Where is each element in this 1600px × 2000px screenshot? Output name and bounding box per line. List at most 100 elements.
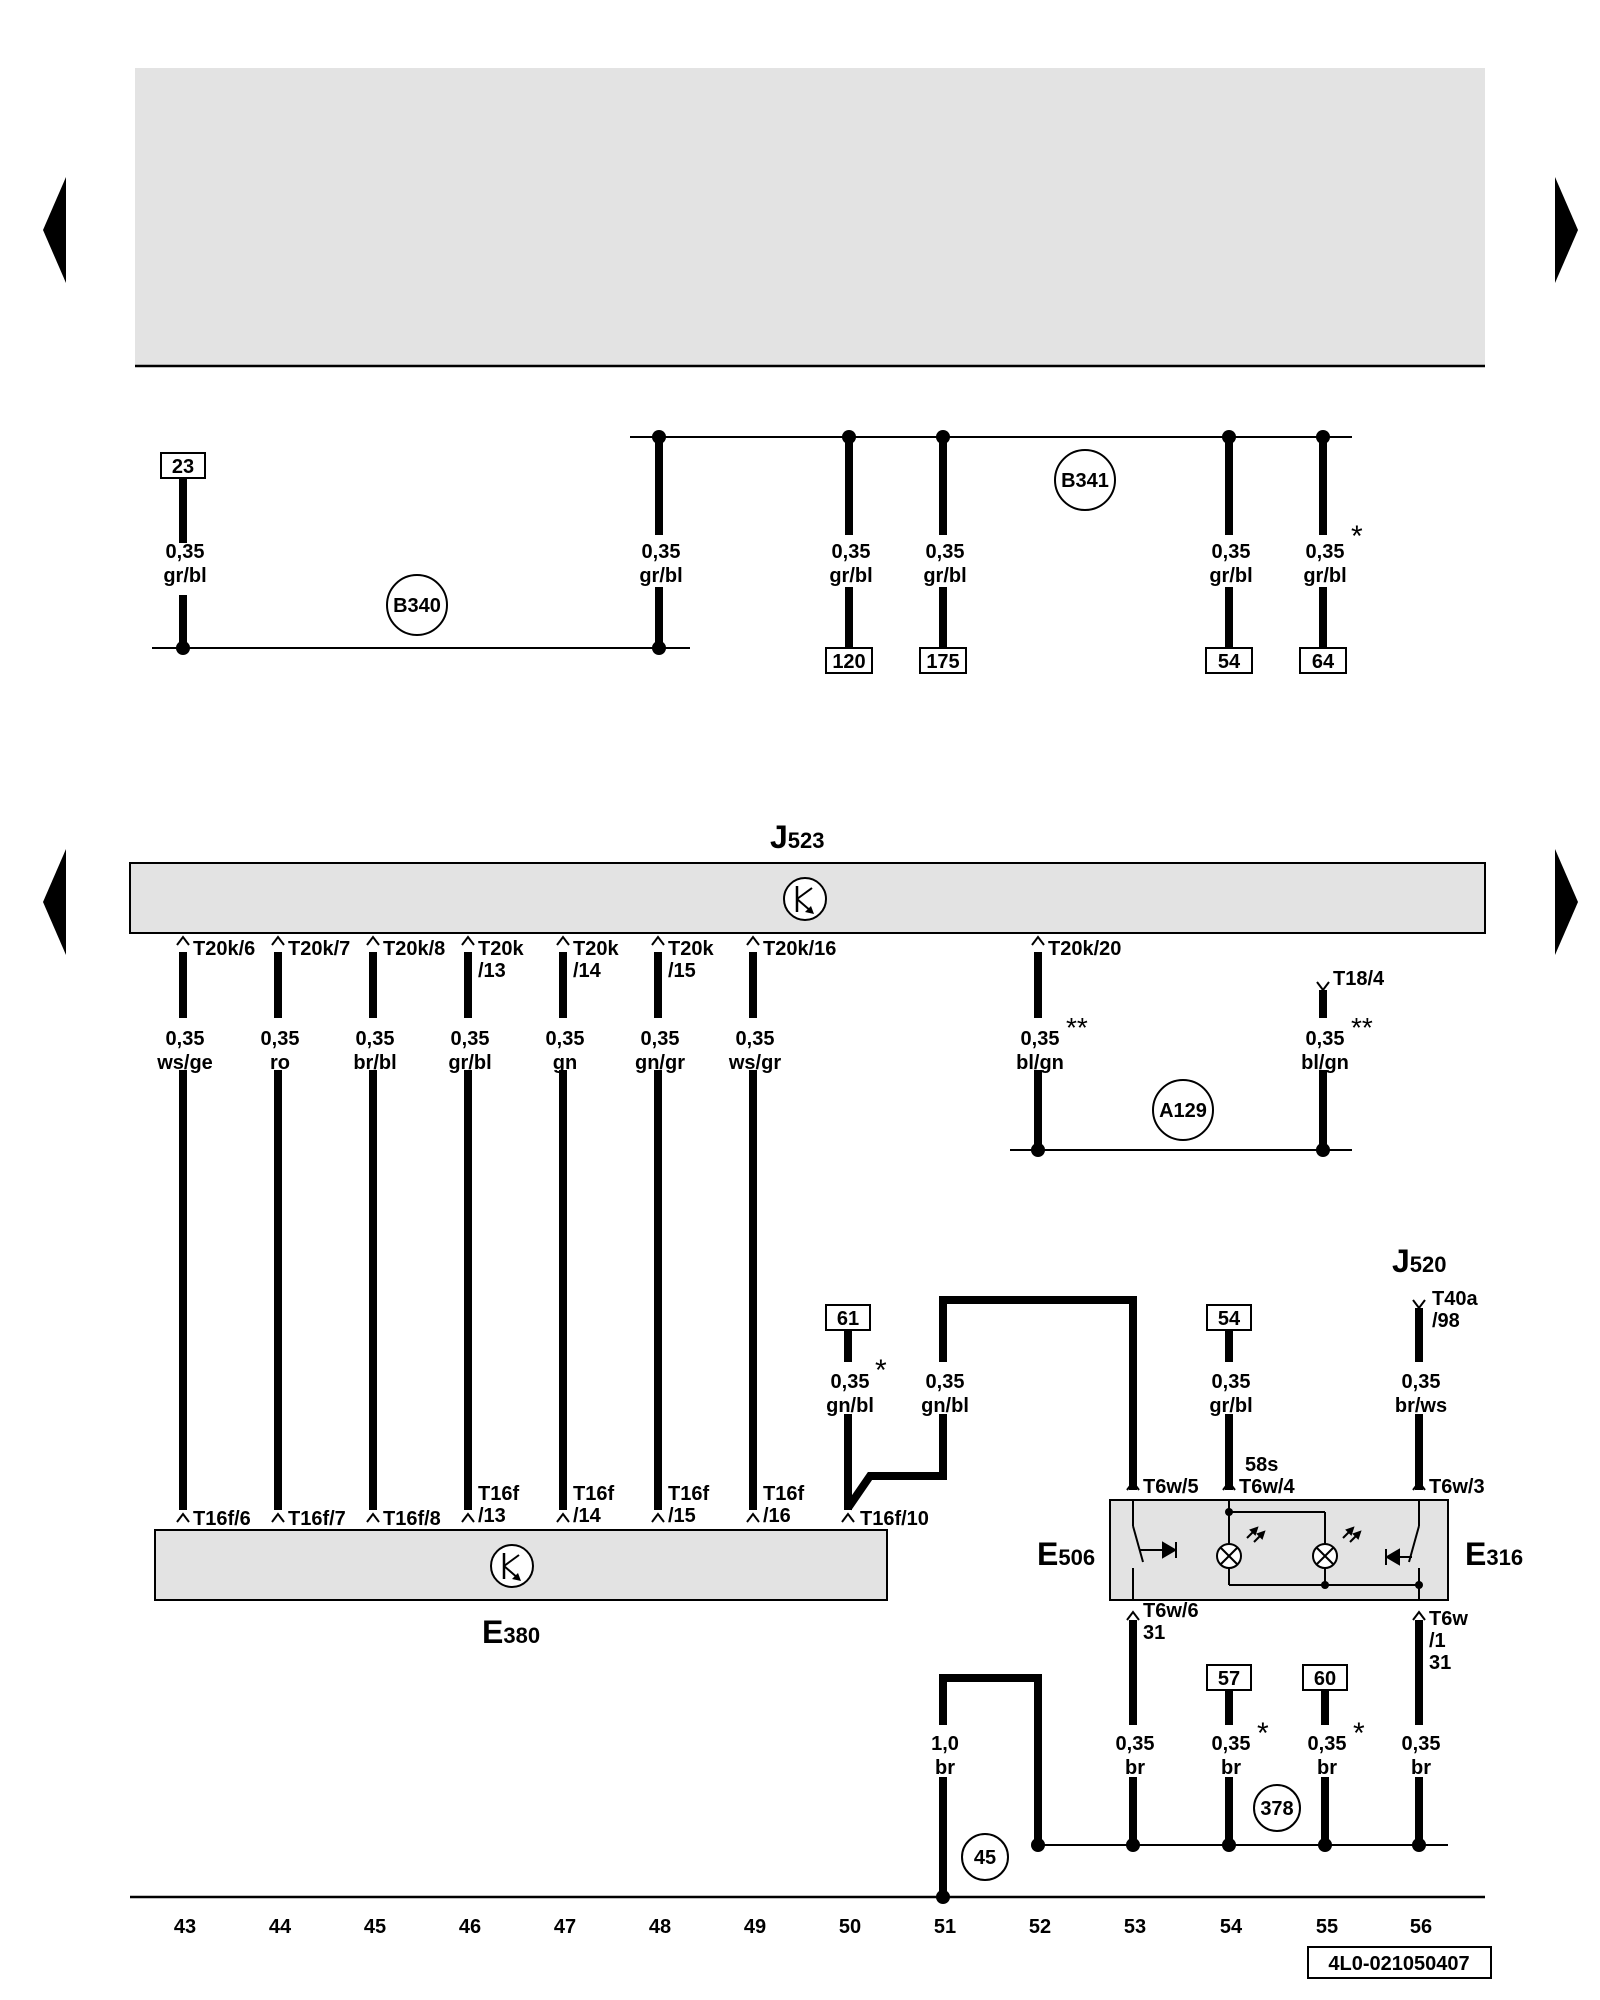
j523-label: J523 (770, 819, 825, 855)
svg-text:0,35: 0,35 (1021, 1028, 1060, 1050)
upper-wire-labels: 0,35 gr/bl 0,35 gr/bl 0,35 gr/bl 0,35 gr… (163, 520, 1363, 587)
prev-page-arrow-top[interactable] (43, 177, 66, 283)
wire-size: 0,35 (642, 541, 681, 563)
e316-label: E316 (1465, 1536, 1523, 1572)
column-number: 50 (839, 1916, 861, 1938)
column-number: 53 (1124, 1916, 1146, 1938)
svg-text:gr/bl: gr/bl (1209, 1395, 1252, 1417)
svg-text:/13: /13 (478, 960, 506, 982)
svg-text:0,35: 0,35 (451, 1028, 490, 1050)
svg-text:T20k/8: T20k/8 (383, 938, 445, 960)
column-number: 45 (364, 1916, 386, 1938)
e380-pin-labels: T16f/6 T16f/7 T16f/8 T16f /13 T16f /14 T… (193, 1483, 929, 1530)
e380-pin-arrows (176, 1512, 855, 1523)
a129-junction-dots (1031, 1143, 1330, 1157)
ref-box-60[interactable]: 60 (1302, 1664, 1348, 1691)
svg-text:bl/gn: bl/gn (1016, 1052, 1064, 1074)
column-number: 49 (744, 1916, 766, 1938)
ref-box-175[interactable]: 175 (919, 647, 967, 674)
ref-box-57[interactable]: 57 (1206, 1664, 1252, 1691)
svg-text:0,35: 0,35 (1308, 1733, 1347, 1755)
svg-text:T16f: T16f (478, 1483, 519, 1505)
j520-pin: T40a (1432, 1288, 1478, 1310)
svg-text:23: 23 (172, 456, 194, 478)
svg-text:T6w/4: T6w/4 (1239, 1476, 1295, 1498)
svg-text:0,35: 0,35 (1402, 1733, 1441, 1755)
wire-size: 0,35 (1306, 541, 1345, 563)
svg-text:31: 31 (1143, 1622, 1165, 1644)
column-number: 54 (1220, 1916, 1243, 1938)
svg-text:B341: B341 (1061, 470, 1109, 492)
svg-text:0,35: 0,35 (1306, 1028, 1345, 1050)
svg-text:**: ** (1066, 1012, 1088, 1043)
e506-label: E506 (1037, 1536, 1095, 1572)
svg-text:0,35: 0,35 (831, 1371, 870, 1393)
svg-text:ws/ge: ws/ge (156, 1052, 213, 1074)
ref-box-54-middle[interactable]: 54 (1206, 1304, 1252, 1331)
svg-text:/15: /15 (668, 960, 696, 982)
svg-text:T6w/5: T6w/5 (1143, 1476, 1199, 1498)
connection-378: 378 (1253, 1784, 1301, 1832)
transistor-icon-e380 (490, 1544, 534, 1588)
svg-text:/13: /13 (478, 1505, 506, 1527)
svg-text:0,35: 0,35 (736, 1028, 775, 1050)
j523-pin-arrows (176, 935, 1330, 992)
column-numbers: 43 44 45 46 47 48 49 50 51 52 53 54 55 5… (174, 1916, 1432, 1938)
svg-text:T6w: T6w (1429, 1608, 1468, 1630)
svg-text:0,35: 0,35 (1116, 1733, 1155, 1755)
svg-text:T20k/20: T20k/20 (1048, 938, 1121, 960)
ref-box-23[interactable]: 23 (160, 452, 206, 479)
svg-text:45: 45 (974, 1847, 996, 1869)
column-number: 55 (1316, 1916, 1338, 1938)
next-page-arrow-bottom[interactable] (1555, 849, 1578, 955)
ref-box-64[interactable]: 64 (1299, 647, 1347, 674)
svg-text:ro: ro (270, 1052, 290, 1074)
j520-label: J520 (1392, 1243, 1447, 1279)
ref-box-120[interactable]: 120 (825, 647, 873, 674)
wire-color: gr/bl (163, 565, 206, 587)
svg-text:T18/4: T18/4 (1333, 968, 1385, 990)
svg-text:T16f/7: T16f/7 (288, 1508, 346, 1530)
next-page-arrow-top[interactable] (1555, 177, 1578, 283)
svg-text:T16f/10: T16f/10 (860, 1508, 929, 1530)
ground-wire-labels: 1,0 br 0,35 br 0,35 br * 0,35 br * 0,35 … (931, 1717, 1440, 1779)
switch-pin-arrows (1126, 1480, 1426, 1621)
column-number: 56 (1410, 1916, 1432, 1938)
connection-a129: A129 (1152, 1079, 1214, 1141)
j520-pin-arrow (1412, 1299, 1426, 1310)
column-number: 51 (934, 1916, 956, 1938)
middle-wires (844, 1296, 1423, 1511)
svg-text:0,35: 0,35 (166, 1028, 205, 1050)
lamp-icon-e506 (1216, 1543, 1242, 1569)
svg-text:0,35: 0,35 (1212, 1371, 1251, 1393)
column-number: 52 (1029, 1916, 1051, 1938)
svg-text:br: br (1317, 1757, 1337, 1779)
svg-text:br/bl: br/bl (353, 1052, 396, 1074)
column-number: 46 (459, 1916, 481, 1938)
column-number: 48 (649, 1916, 671, 1938)
ref-box-54-upper[interactable]: 54 (1205, 647, 1253, 674)
upper-wires (179, 437, 1327, 648)
wire-color: gr/bl (639, 565, 682, 587)
j523-module[interactable] (129, 862, 1486, 934)
column-number: 43 (174, 1916, 196, 1938)
prev-page-arrow-bottom[interactable] (43, 849, 66, 955)
j520-pin: /98 (1432, 1310, 1460, 1332)
svg-text:T16f: T16f (763, 1483, 804, 1505)
svg-text:/15: /15 (668, 1505, 696, 1527)
svg-text:0,35: 0,35 (1212, 1733, 1251, 1755)
svg-text:T20k: T20k (478, 938, 524, 960)
wire-size: 0,35 (166, 541, 205, 563)
svg-text:T16f: T16f (668, 1483, 709, 1505)
svg-text:bl/gn: bl/gn (1301, 1052, 1349, 1074)
ref-box-61[interactable]: 61 (825, 1304, 871, 1331)
svg-text:0,35: 0,35 (1402, 1371, 1441, 1393)
svg-text:gn/gr: gn/gr (635, 1052, 685, 1074)
svg-text:gr/bl: gr/bl (448, 1052, 491, 1074)
ground-junction-dots (936, 1838, 1426, 1904)
svg-text:61: 61 (837, 1308, 859, 1330)
svg-text:T20k: T20k (573, 938, 619, 960)
lamp-icon-e316 (1312, 1543, 1338, 1569)
svg-text:0,35: 0,35 (641, 1028, 680, 1050)
svg-text:0,35: 0,35 (356, 1028, 395, 1050)
